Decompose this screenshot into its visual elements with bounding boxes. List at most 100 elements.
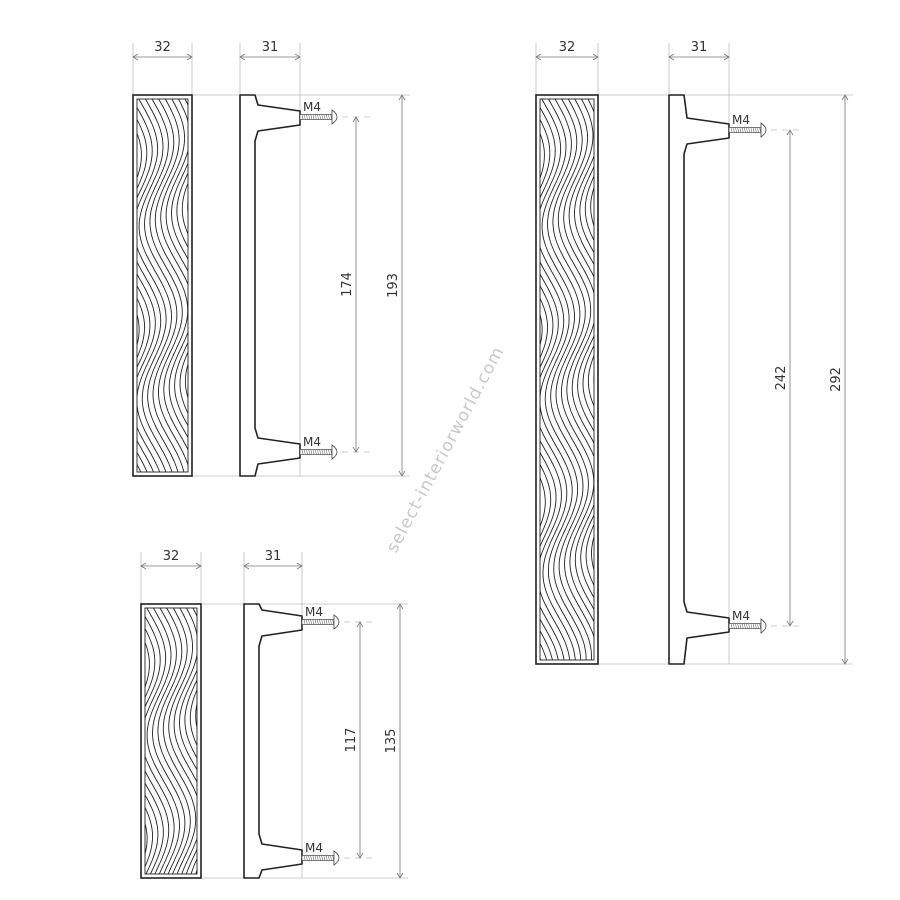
screw-head (760, 618, 767, 634)
grain-line (198, 95, 239, 475)
grain-line (547, 99, 594, 639)
grain-line (160, 99, 188, 439)
grain-line (552, 99, 594, 623)
screw-thread (737, 127, 740, 133)
side-depth-label: 31 (265, 549, 282, 564)
screw-thread (308, 449, 311, 455)
handle-side-view (243, 603, 303, 879)
wood-grain (540, 95, 656, 663)
screw-thread (317, 449, 319, 455)
arrowhead (352, 116, 360, 123)
arrowhead (243, 562, 250, 570)
arrowhead (396, 872, 404, 879)
screw-m4: M4 (299, 100, 372, 125)
screw-m4: M4 (728, 609, 801, 634)
grain-line (540, 118, 576, 660)
arrowhead (186, 53, 193, 61)
grain-line (590, 186, 594, 228)
handle-front-inner (144, 607, 198, 875)
screw-thread (303, 619, 306, 625)
grain-line (81, 604, 120, 876)
grain-line (149, 99, 188, 467)
screw-head (331, 444, 338, 460)
arrowhead (723, 53, 730, 61)
grain-line (94, 604, 132, 876)
screw-thread (308, 619, 310, 625)
screw-label: M4 (732, 609, 750, 623)
screw-thread (330, 449, 333, 455)
grain-line (201, 604, 233, 876)
grain-line (206, 604, 238, 876)
grain-line (165, 99, 188, 427)
screw-thread (303, 449, 306, 455)
screw-thread (746, 127, 748, 133)
screw-thread (323, 449, 326, 455)
screw-thread (743, 127, 746, 133)
screw-thread (321, 855, 324, 861)
grain-line (137, 106, 167, 472)
screw-thread (321, 619, 324, 625)
screw-thread (743, 623, 746, 629)
grain-line (184, 678, 197, 874)
screw-thread (319, 449, 322, 455)
screw-thread (754, 127, 757, 133)
side-depth-label: 31 (691, 40, 708, 55)
arrowhead (786, 620, 794, 627)
screw-thread (314, 114, 317, 120)
screw-thread (741, 127, 744, 133)
screw-head (333, 850, 340, 866)
screw-thread (327, 619, 330, 625)
screw-thread (332, 619, 335, 625)
wood-grain (79, 95, 245, 475)
screw-thread (330, 855, 332, 861)
screw-thread (301, 449, 304, 455)
arrowhead (296, 562, 303, 570)
screw-thread (321, 449, 324, 455)
grain-line (193, 95, 234, 475)
front-width-label: 32 (163, 549, 180, 564)
grain-line (579, 99, 594, 408)
grain-line (146, 608, 180, 874)
grain-line (79, 95, 117, 475)
screw-thread (732, 623, 735, 629)
grain-line (145, 822, 148, 856)
grain-line (87, 604, 125, 876)
arrowhead (841, 658, 849, 665)
grain-line (204, 95, 245, 475)
screw-head (331, 109, 338, 125)
arrowhead (398, 94, 406, 101)
arrowhead (592, 53, 599, 61)
screw-thread (330, 619, 332, 625)
screw-thread (739, 623, 742, 629)
total-length-label: 193 (386, 273, 401, 298)
screw-thread (328, 449, 330, 455)
screw-thread (317, 114, 319, 120)
screw-thread (319, 114, 322, 120)
screw-thread (319, 619, 321, 625)
screw-thread (305, 619, 308, 625)
grain-line (607, 95, 656, 663)
screw-m4: M4 (301, 841, 374, 866)
grain-line (540, 656, 541, 660)
screw-thread (314, 855, 317, 861)
grain-line (173, 608, 197, 874)
screw-thread (314, 449, 317, 455)
screw-label: M4 (732, 113, 750, 127)
screw-m4: M4 (301, 605, 374, 630)
screw-thread (312, 619, 315, 625)
screw-thread (328, 114, 330, 120)
grain-line (145, 627, 164, 874)
screw-thread (325, 619, 328, 625)
grain-line (574, 99, 594, 572)
grain-line (584, 175, 594, 388)
arrowhead (352, 446, 360, 453)
screw-m4: M4 (299, 435, 372, 460)
screw-thread (323, 619, 326, 625)
screw-thread (325, 114, 328, 120)
screw-thread (310, 855, 313, 861)
screw-thread (310, 114, 313, 120)
screw-label: M4 (303, 100, 321, 114)
grain-line (540, 106, 582, 660)
